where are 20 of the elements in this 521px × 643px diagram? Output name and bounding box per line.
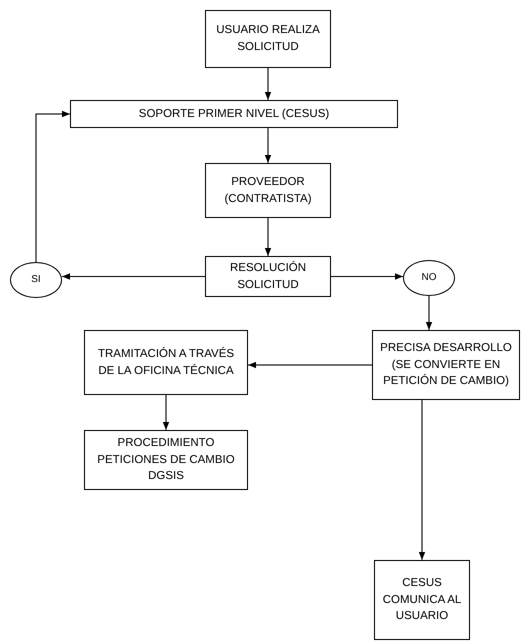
arrow bbox=[264, 128, 272, 164]
arrow bbox=[62, 273, 206, 280]
decision-ellipse: NO bbox=[403, 260, 455, 296]
arrow bbox=[264, 218, 272, 256]
process-box: CESUS COMUNICA AL USUARIO bbox=[374, 560, 470, 640]
process-box: PRECISA DESARROLLO (SE CONVIERTE EN PETICIÓN DE CAMBIO) bbox=[372, 330, 520, 400]
arrow bbox=[418, 400, 426, 560]
process-box: PROVEEDOR (CONTRATISTA) bbox=[205, 163, 331, 218]
decision-ellipse: SI bbox=[10, 262, 62, 298]
arrow bbox=[264, 68, 272, 100]
arrow bbox=[248, 362, 372, 368]
process-box: TRAMITACIÓN A TRAVÉS DE LA OFICINA TÉCNICA bbox=[84, 330, 248, 395]
arrow bbox=[330, 273, 404, 280]
process-box: USUARIO REALIZA SOLICITUD bbox=[205, 10, 331, 68]
process-box: PROCEDIMIENTO PETICIONES DE CAMBIO DGSIS bbox=[84, 430, 248, 490]
arrow bbox=[36, 110, 70, 262]
process-box: RESOLUCIÓN SOLICITUD bbox=[205, 256, 331, 297]
arrow bbox=[162, 394, 170, 430]
arrow bbox=[426, 296, 432, 330]
process-box: SOPORTE PRIMER NIVEL (CESUS) bbox=[70, 100, 398, 128]
